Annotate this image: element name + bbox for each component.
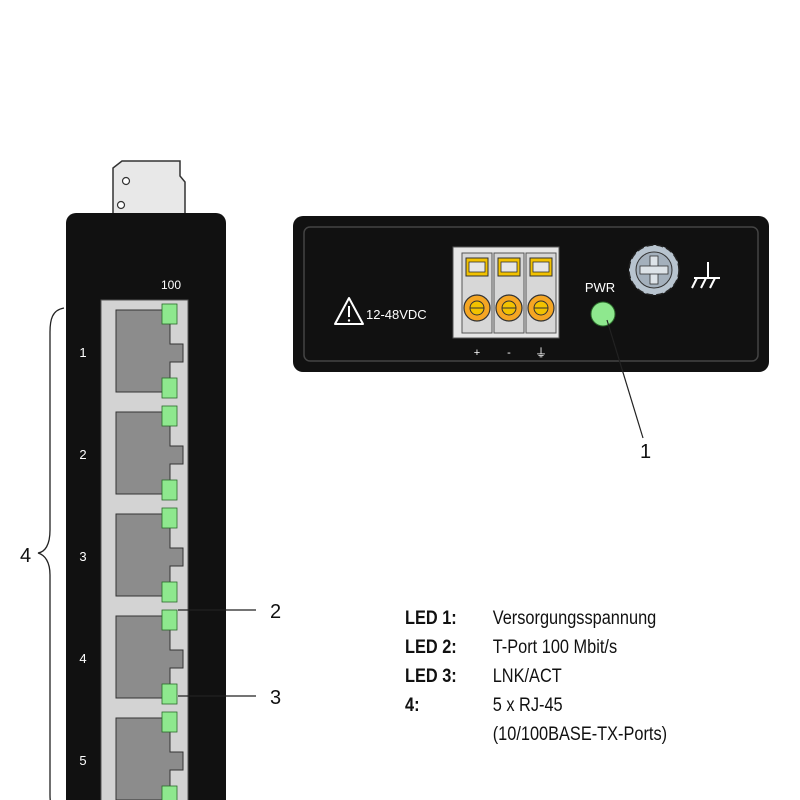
rj45-port-1: [115, 303, 184, 399]
callout-2: 2: [270, 601, 281, 623]
terminal-label-plus: +: [474, 347, 480, 359]
legend-key: LED 3:: [405, 666, 457, 687]
led-top-port-1: [161, 303, 178, 325]
callout-4: 4: [20, 545, 31, 567]
legend-row: 4: 5 x RJ-45: [405, 691, 751, 720]
legend-key: LED 1:: [405, 608, 457, 629]
led-top-port-4: [161, 609, 178, 631]
terminal-label-ground: ⏚: [535, 346, 547, 360]
port-number-4: 4: [79, 651, 86, 666]
callout-pwr: 1: [606, 319, 651, 463]
warning-icon: [334, 297, 364, 325]
led-top-port-2: [161, 405, 178, 427]
terminal-minus: [493, 252, 525, 334]
legend-row: LED 2: T-Port 100 Mbit/s: [405, 633, 751, 662]
voltage-label: 12-48VDC: [366, 307, 427, 322]
terminal-label-minus: -: [507, 347, 511, 359]
led-top-port-5: [161, 711, 178, 733]
callout-leds: 2 3: [178, 601, 281, 709]
legend-row: LED 1: Versorgungsspannung: [405, 604, 751, 633]
port-numbers: 1 2 3 4 5: [79, 345, 86, 768]
led-top-port-3: [161, 507, 178, 529]
port-header-label: 100: [161, 278, 181, 292]
callout-1: 1: [640, 441, 651, 463]
legend-value: 5 x RJ-45: [492, 695, 563, 716]
legend-row: LED 3: LNK/ACT: [405, 662, 751, 691]
led-bottom-port-5: [161, 785, 178, 800]
port-group-brace: 4: [20, 307, 65, 800]
ground-screw-icon: [628, 244, 680, 296]
legend-key: [405, 720, 493, 749]
terminal-ground: [525, 252, 557, 334]
legend-value: LNK/ACT: [492, 666, 562, 687]
legend-key: 4:: [405, 695, 420, 716]
legend-value: (10/100BASE-TX-Ports): [492, 724, 668, 745]
terminal-plus: [461, 252, 493, 334]
din-rail-clip: [112, 160, 186, 215]
callout-3: 3: [270, 687, 281, 709]
port-number-5: 5: [79, 753, 86, 768]
port-number-1: 1: [79, 345, 86, 360]
rj45-port-5: [115, 711, 184, 800]
chassis-ground-icon: [691, 262, 720, 289]
pwr-led: [590, 301, 616, 327]
pwr-label: PWR: [585, 280, 615, 295]
port-number-2: 2: [79, 447, 86, 462]
led-bottom-port-1: [161, 377, 178, 399]
port-number-3: 3: [79, 549, 86, 564]
led-bottom-port-3: [161, 581, 178, 603]
legend-key: LED 2:: [405, 637, 457, 658]
legend-value: T-Port 100 Mbit/s: [492, 637, 618, 658]
power-panel: 12-48VDC: [293, 216, 769, 372]
legend-row: (10/100BASE-TX-Ports): [405, 720, 751, 749]
terminal-block: [452, 246, 560, 339]
rj45-ports: [115, 303, 184, 800]
legend-value: Versorgungsspannung: [492, 608, 657, 629]
led-bottom-port-2: [161, 479, 178, 501]
rj45-port-3: [115, 507, 184, 603]
rj45-port-4: [115, 609, 184, 705]
front-panel: 100: [66, 213, 226, 800]
rj45-port-2: [115, 405, 184, 501]
led-bottom-port-4: [161, 683, 178, 705]
